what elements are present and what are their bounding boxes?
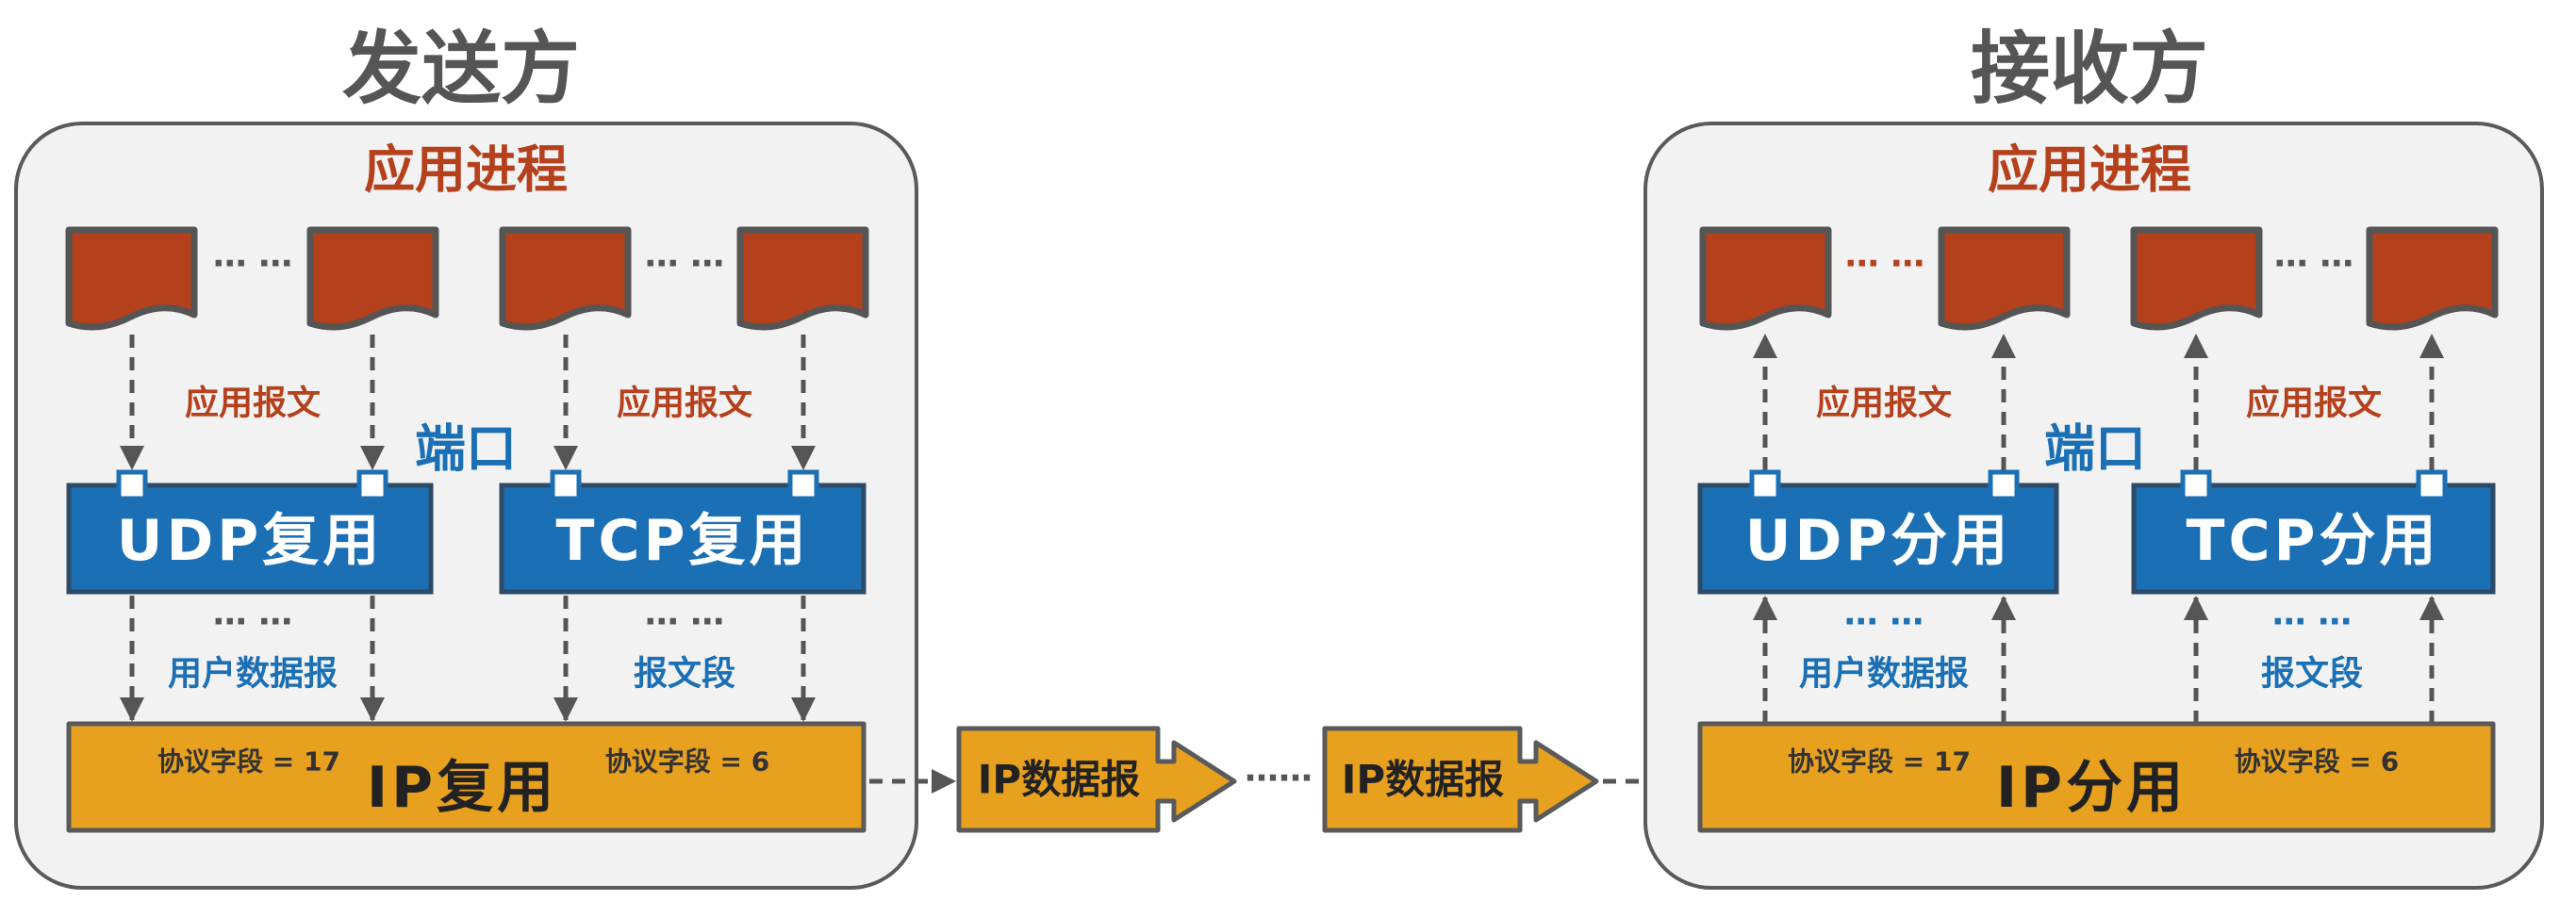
receiver-process-dots-udp: … … [1845, 237, 1925, 275]
receiver-port-square [2180, 469, 2212, 501]
sender-udp-below-dots: … … [213, 595, 293, 633]
sender-port-label: 端口 [415, 419, 517, 479]
sender-process-4 [736, 226, 869, 331]
receiver-app-message-label-tcp: 应用报文 [2246, 385, 2382, 423]
process-document-shape [65, 226, 198, 331]
receiver-process-2 [1938, 226, 2071, 331]
receiver-process-1 [1699, 226, 1832, 331]
sender-tcp-label: TCP复用 [556, 508, 810, 574]
receiver-process-4 [2366, 226, 2499, 331]
receiver-tcp-segment-label: 报文段 [2261, 655, 2363, 694]
sender-app-message-label-udp: 应用报文 [185, 385, 321, 423]
receiver-tcp-below-dots: … … [2272, 595, 2353, 633]
sender-panel [14, 122, 918, 890]
receiver-panel [1643, 122, 2544, 890]
sender-ip-mux-box [66, 721, 867, 833]
sender-port-square [116, 469, 148, 501]
sender-tcp-mux-box [499, 483, 867, 595]
receiver-tcp-label: TCP分用 [2187, 508, 2440, 574]
sender-process-label: 应用进程 [364, 140, 568, 200]
receiver-side: 接收方 应用进程 … … … … 应用报文 应用报文 端口 UDP分用 TCP分… [1643, 23, 2544, 890]
sender-tcp-segment-label: 报文段 [634, 655, 735, 694]
sender-ip-label: IP复用 [367, 755, 557, 821]
receiver-protocol-field-tcp: 协议字段 = 6 [2235, 746, 2399, 778]
process-document-shape [1699, 226, 1832, 331]
receiver-port-square [2416, 469, 2448, 501]
receiver-ip-demux-box [1697, 721, 2496, 833]
sender-app-message-label-tcp: 应用报文 [617, 385, 752, 423]
sender-udp-datagram-label: 用户数据报 [168, 655, 338, 694]
sender-process-2 [306, 226, 439, 331]
receiver-tcp-demux-box [2131, 483, 2496, 595]
sender-protocol-field-tcp: 协议字段 = 6 [605, 746, 769, 778]
sender-process-dots-udp: … … [213, 237, 293, 275]
receiver-protocol-field-udp: 协议字段 = 17 [1788, 746, 1971, 778]
sender-side: 发送方 应用进程 … … … … 应用报文 应用报文 端口 UDP复用 TCP复… [14, 23, 918, 890]
receiver-title: 接收方 [1971, 23, 2208, 115]
receiver-udp-datagram-label: 用户数据报 [1799, 655, 1969, 694]
process-document-shape [736, 226, 869, 331]
transit-dots: …… [1245, 751, 1313, 790]
process-document-shape [306, 226, 439, 331]
sender-udp-mux-box [66, 483, 434, 595]
receiver-port-square [1749, 469, 1781, 501]
process-document-shape [1938, 226, 2071, 331]
sender-protocol-field-udp: 协议字段 = 17 [157, 746, 340, 778]
receiver-ip-label: IP分用 [1996, 755, 2187, 821]
sender-tcp-below-dots: … … [645, 595, 725, 633]
receiver-process-3 [2130, 226, 2263, 331]
sender-process-3 [499, 226, 632, 331]
sender-process-dots-tcp: … … [645, 237, 725, 275]
ip-datagram-arrow-box [956, 726, 1237, 833]
sender-port-square [550, 469, 582, 501]
sender-port-square [787, 469, 819, 501]
sender-process-1 [65, 226, 198, 331]
process-document-shape [499, 226, 632, 331]
receiver-udp-demux-box [1697, 483, 2059, 595]
process-document-shape [2366, 226, 2499, 331]
receiver-process-dots-tcp: … … [2274, 237, 2354, 275]
ip-datagram-label: IP数据报 [978, 757, 1140, 803]
sender-udp-label: UDP复用 [117, 508, 384, 574]
transit: IP数据报 …… IP数据报 [869, 726, 1697, 833]
sender-port-square [356, 469, 388, 501]
ip-datagram-label: IP数据报 [1342, 757, 1504, 803]
sender-title: 发送方 [342, 23, 580, 115]
receiver-port-label: 端口 [2044, 419, 2146, 479]
ip-datagram-arrow-box [1322, 726, 1599, 833]
receiver-port-square [1988, 469, 2020, 501]
receiver-udp-label: UDP分用 [1745, 508, 2012, 574]
receiver-app-message-label-udp: 应用报文 [1816, 385, 1952, 423]
receiver-udp-below-dots: … … [1844, 595, 1924, 633]
process-document-shape [2130, 226, 2263, 331]
receiver-process-label: 应用进程 [1988, 140, 2191, 200]
